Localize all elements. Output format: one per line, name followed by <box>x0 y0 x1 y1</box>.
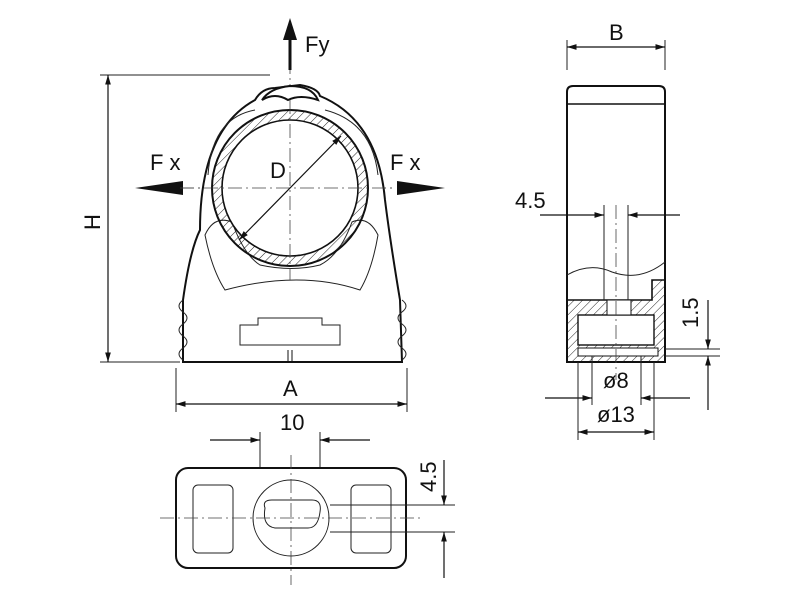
force-y-label: Fy <box>305 32 329 57</box>
force-x-right-arrow <box>397 181 445 195</box>
dim-4-5-bottom-label: 4.5 <box>416 461 441 492</box>
top-latch <box>261 84 320 102</box>
bottom-view: 10 4.5 <box>160 410 455 585</box>
height-label: H <box>80 214 105 230</box>
dim-10-label: 10 <box>280 410 304 435</box>
dim-1-5-label: 1.5 <box>678 297 703 328</box>
width-b-label: B <box>609 20 624 45</box>
side-view: B 4.5 1.5 ø8 ø13 <box>515 20 720 440</box>
base-slot <box>239 317 341 346</box>
diameter-dim-line <box>238 135 342 241</box>
left-slot <box>192 484 234 554</box>
dim-d13-label: ø13 <box>597 402 635 427</box>
front-view: Fy F x F x D <box>80 18 445 412</box>
force-x-left-label: F x <box>150 150 181 175</box>
force-x-left-arrow <box>135 181 183 195</box>
left-wave-spring <box>178 299 188 361</box>
dim-d8-label: ø8 <box>603 368 629 393</box>
right-wave-spring <box>397 299 407 361</box>
diameter-label: D <box>270 158 286 183</box>
break-line <box>566 261 666 276</box>
force-x-right-label: F x <box>390 150 421 175</box>
width-a-label: A <box>283 376 298 401</box>
force-y-arrow <box>283 18 297 70</box>
dim-4-5-side-label: 4.5 <box>515 188 546 213</box>
center-slot <box>263 499 321 529</box>
right-slot <box>350 484 392 554</box>
